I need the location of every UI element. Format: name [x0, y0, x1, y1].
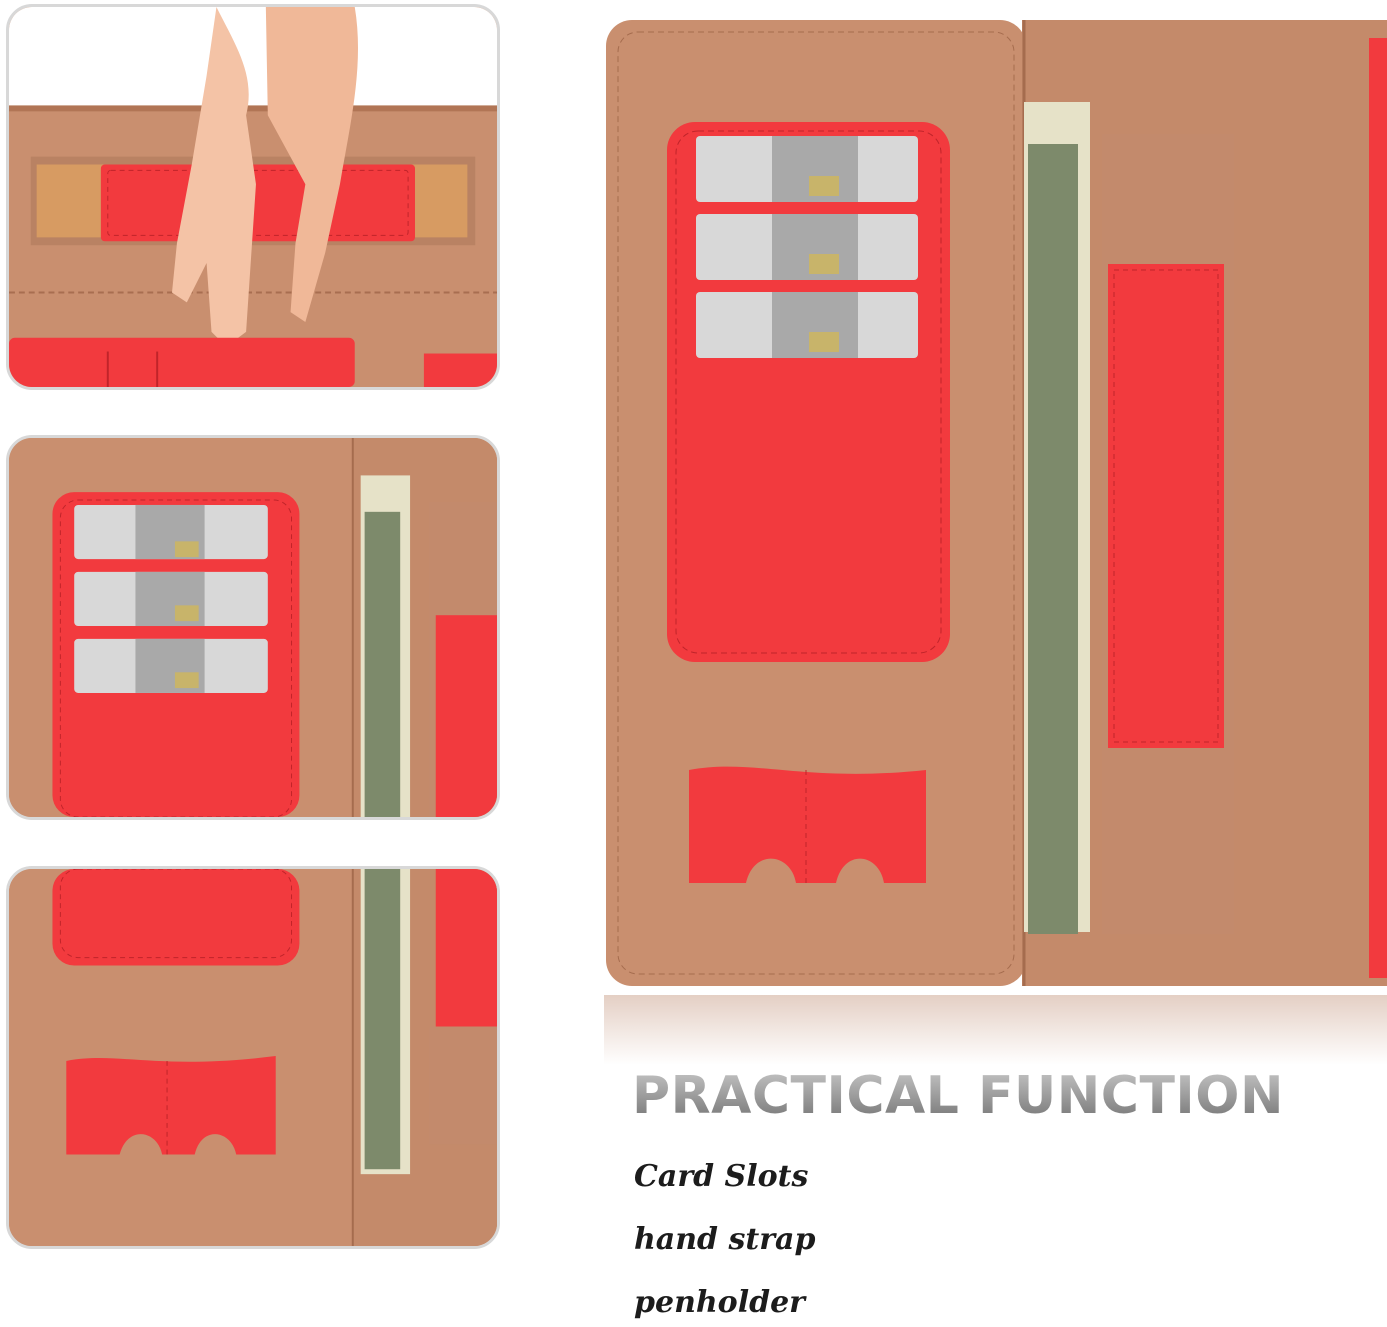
card-slots-photo: [6, 435, 500, 820]
feature-penholder: penholder: [634, 1285, 805, 1320]
feature-hand-strap: hand strap: [634, 1222, 816, 1257]
open-case-photo: [604, 18, 1387, 993]
section-title: PRACTICAL FUNCTION: [632, 1066, 1284, 1126]
penholder-photo: [6, 866, 500, 1249]
hand-strap-photo: [6, 4, 500, 390]
card-icon: [74, 504, 268, 560]
case-reflection: [604, 995, 1387, 1065]
feature-card-slots: Card Slots: [634, 1159, 809, 1194]
